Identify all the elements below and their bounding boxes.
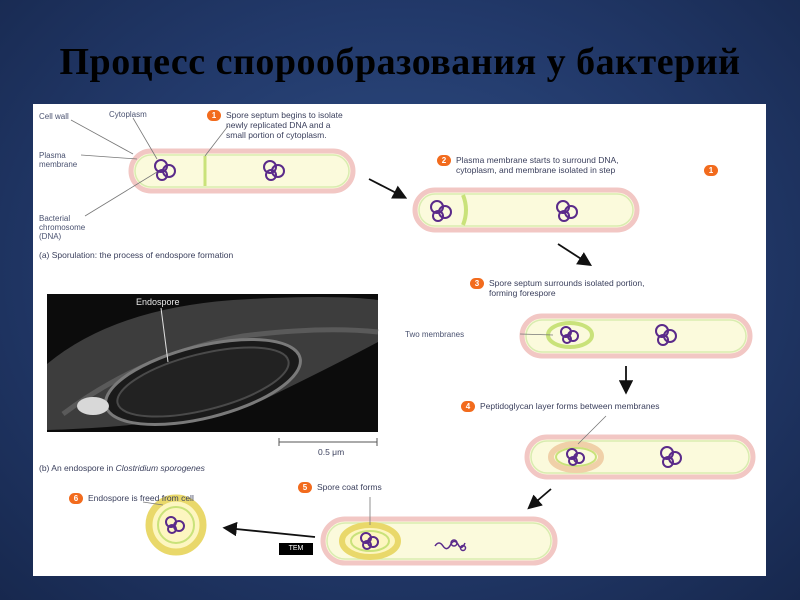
step-2-ref-badge: 1 [704,165,718,176]
diagram-panel: Cell wall Cytoplasm Plasma membrane Bact… [33,104,766,576]
step-2-text: Plasma membrane starts to surround DNA, … [456,155,619,175]
cell-stage-3 [519,313,753,359]
step-3-badge: 3 [470,278,484,289]
step-6-badge: 6 [69,493,83,504]
label-endospore: Endospore [136,297,180,307]
dna-icon [560,326,579,344]
tem-micrograph [47,294,379,432]
step-2-badge: 2 [437,155,451,166]
dna-icon [660,446,682,468]
cell-stage-2 [412,187,640,233]
step-1-text: Spore septum begins to isolate newly rep… [226,110,343,140]
label-bacterial-chromosome: Bacterial chromosome (DNA) [39,214,86,241]
dna-icon [430,200,452,222]
step-4-badge: 4 [461,401,475,412]
label-two-membranes: Two membranes [405,330,465,339]
tem-badge: TEM [279,543,313,555]
label-plasma-membrane: Plasma membrane [39,151,78,169]
free-endospore [145,494,207,556]
cell-stage-1 [128,148,356,194]
dna-icon [165,516,185,534]
step-4-text: Peptidoglycan layer forms between membra… [480,401,660,411]
dna-icon [556,200,578,222]
step-3-text: Spore septum surrounds isolated portion,… [489,278,645,298]
dna-icon [154,159,176,181]
cell-stage-5 [320,516,558,566]
step-5-text: Spore coat forms [317,482,382,492]
dna-icon [263,160,285,181]
slide-title: Процесс спорообразования у бактерий [59,41,741,83]
dna-icon [655,324,677,346]
label-cell-wall: Cell wall [39,112,69,121]
label-cytoplasm: Cytoplasm [109,110,147,119]
dna-icon [360,532,379,550]
sporulation-diagram [47,117,756,566]
degraded-dna-icon [434,539,467,552]
scale-bar-label: 0.5 μm [318,447,345,457]
cell-stage-4 [524,434,756,480]
step-6-text: Endospore is freed from cell [88,493,194,503]
dna-icon [566,448,585,466]
caption-b: (b) An endospore in Clostridium sporogen… [39,463,205,473]
step-1-badge: 1 [207,110,221,121]
step-5-badge: 5 [298,482,312,493]
caption-a: (a) Sporulation: the process of endospor… [39,250,234,260]
